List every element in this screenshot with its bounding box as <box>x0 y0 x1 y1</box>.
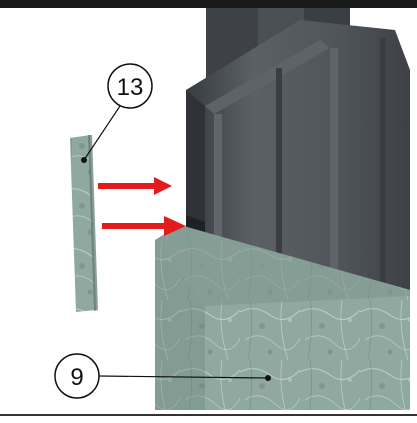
callout-13: 13 <box>81 63 153 163</box>
stone-panel <box>70 135 98 312</box>
stone-base-block <box>155 225 410 410</box>
stove-body <box>186 20 410 306</box>
callout-9: 9 <box>54 353 271 399</box>
top-frame-bar <box>0 0 417 8</box>
right-arrow-icon <box>102 216 186 236</box>
callout-label-13: 13 <box>117 74 144 101</box>
bottom-frame-line <box>0 414 417 416</box>
right-arrow-icon <box>98 177 172 195</box>
callout-label-9: 9 <box>70 364 83 391</box>
